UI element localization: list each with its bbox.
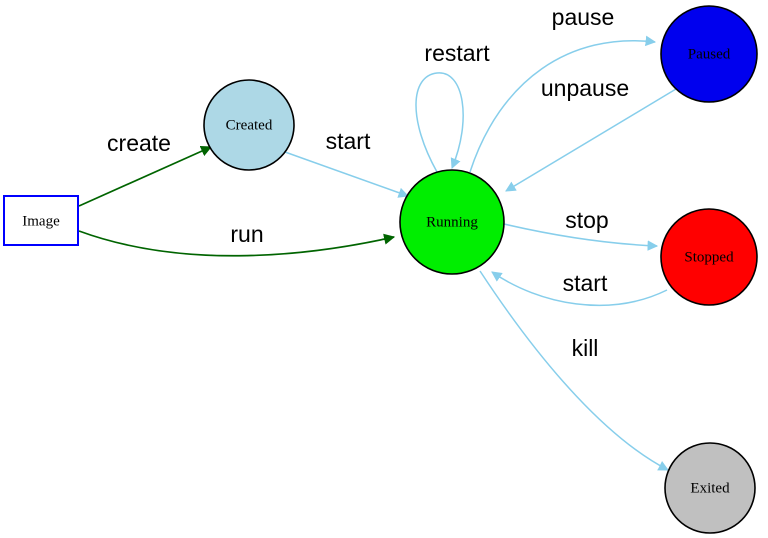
node-image-label: Image [22,213,60,229]
node-created[interactable]: Created [203,79,295,171]
node-running-label: Running [426,214,478,230]
edge-create-label: create [107,130,171,156]
edge-pause-label: pause [552,4,615,30]
node-image-shape [3,195,79,246]
edge-unpause-path [505,88,677,192]
node-created-label: Created [226,117,273,133]
edge-start-stopped-path [491,271,668,307]
edge-unpause-label: unpause [541,75,629,101]
edge-stop-label: stop [565,207,608,233]
node-stopped-shape [660,208,758,306]
edge-layer: create run start restart pause [78,4,677,471]
node-layer: Image Created Running Paused Stopped [3,5,758,534]
node-image[interactable]: Image [3,195,79,246]
edge-start-stopped-label: start [563,270,608,296]
edge-kill-path [479,270,669,471]
edge-restart-path [415,72,464,173]
node-stopped-label: Stopped [684,249,734,265]
edge-restart[interactable]: restart [415,40,490,173]
node-exited-shape [664,442,756,534]
edge-create[interactable]: create [78,130,213,207]
edge-run-label: run [230,221,263,247]
edge-start-created-path [284,151,409,198]
node-exited[interactable]: Exited [664,442,756,534]
edge-start-created-label: start [326,128,371,154]
node-stopped[interactable]: Stopped [660,208,758,306]
edge-kill-label: kill [572,335,599,361]
node-running-shape [399,169,505,275]
node-paused-shape [660,5,758,103]
edge-start-created[interactable]: start [284,128,409,198]
edge-start-stopped[interactable]: start [491,270,668,307]
edge-pause-path [469,35,657,173]
edge-run-path [78,230,396,257]
edge-restart-label: restart [424,40,490,66]
edge-create-path [78,146,213,207]
node-paused[interactable]: Paused [660,5,758,103]
edge-kill[interactable]: kill [479,270,669,471]
edge-pause[interactable]: pause [469,4,657,173]
edge-run[interactable]: run [78,221,396,257]
edge-stop[interactable]: stop [503,207,659,251]
node-running[interactable]: Running [399,169,505,275]
node-paused-label: Paused [688,46,731,62]
edge-stop-path [503,223,659,251]
node-exited-label: Exited [690,480,730,496]
node-created-shape [203,79,295,171]
edge-unpause[interactable]: unpause [505,75,677,192]
